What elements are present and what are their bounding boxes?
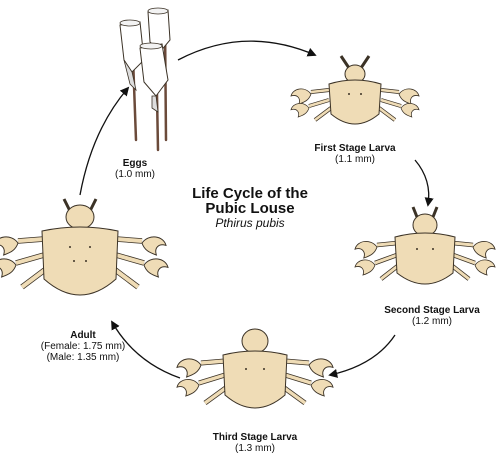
- adult-size-female: (Female: 1.75 mm): [40, 341, 126, 352]
- adult-size-male: (Male: 1.35 mm): [46, 352, 120, 363]
- title-line-2: Pubic Louse: [205, 200, 295, 217]
- first-stage-larva-illustration: [290, 55, 420, 125]
- adult-illustration: [0, 198, 169, 296]
- first-stage-name: First Stage Larva: [314, 143, 396, 154]
- adult-name: Adult: [70, 330, 96, 341]
- third-stage-name: Third Stage Larva: [212, 432, 298, 443]
- title-line-1: Life Cycle of the: [192, 185, 308, 202]
- eggs-name: Eggs: [122, 158, 148, 169]
- arrow-third-to-adult: [111, 320, 181, 379]
- second-stage-larva-illustration: [354, 206, 496, 285]
- third-stage-size: (1.3 mm): [235, 443, 275, 454]
- eggs-illustration: [119, 7, 171, 152]
- arrow-adult-to-eggs: [79, 86, 130, 196]
- second-stage-size: (1.2 mm): [412, 316, 452, 327]
- arrow-second-to-third: [328, 334, 396, 378]
- arrow-eggs-to-first: [177, 40, 317, 61]
- label-second-stage-larva: Second Stage Larva (1.2 mm): [372, 305, 492, 327]
- species-name: Pthirus pubis: [215, 216, 285, 230]
- arrow-first-to-second: [414, 159, 434, 207]
- eggs-size: (1.0 mm): [115, 169, 155, 180]
- second-stage-name: Second Stage Larva: [384, 305, 480, 316]
- label-adult: Adult (Female: 1.75 mm) (Male: 1.35 mm): [28, 330, 138, 363]
- cycle-arrows: [79, 40, 434, 379]
- third-stage-larva-illustration: [176, 328, 334, 409]
- diagram-title: Life Cycle of the Pubic Louse Pthirus pu…: [170, 186, 330, 230]
- label-eggs: Eggs (1.0 mm): [100, 158, 170, 180]
- label-first-stage-larva: First Stage Larva (1.1 mm): [300, 143, 410, 165]
- label-third-stage-larva: Third Stage Larva (1.3 mm): [195, 432, 315, 454]
- first-stage-size: (1.1 mm): [335, 154, 375, 165]
